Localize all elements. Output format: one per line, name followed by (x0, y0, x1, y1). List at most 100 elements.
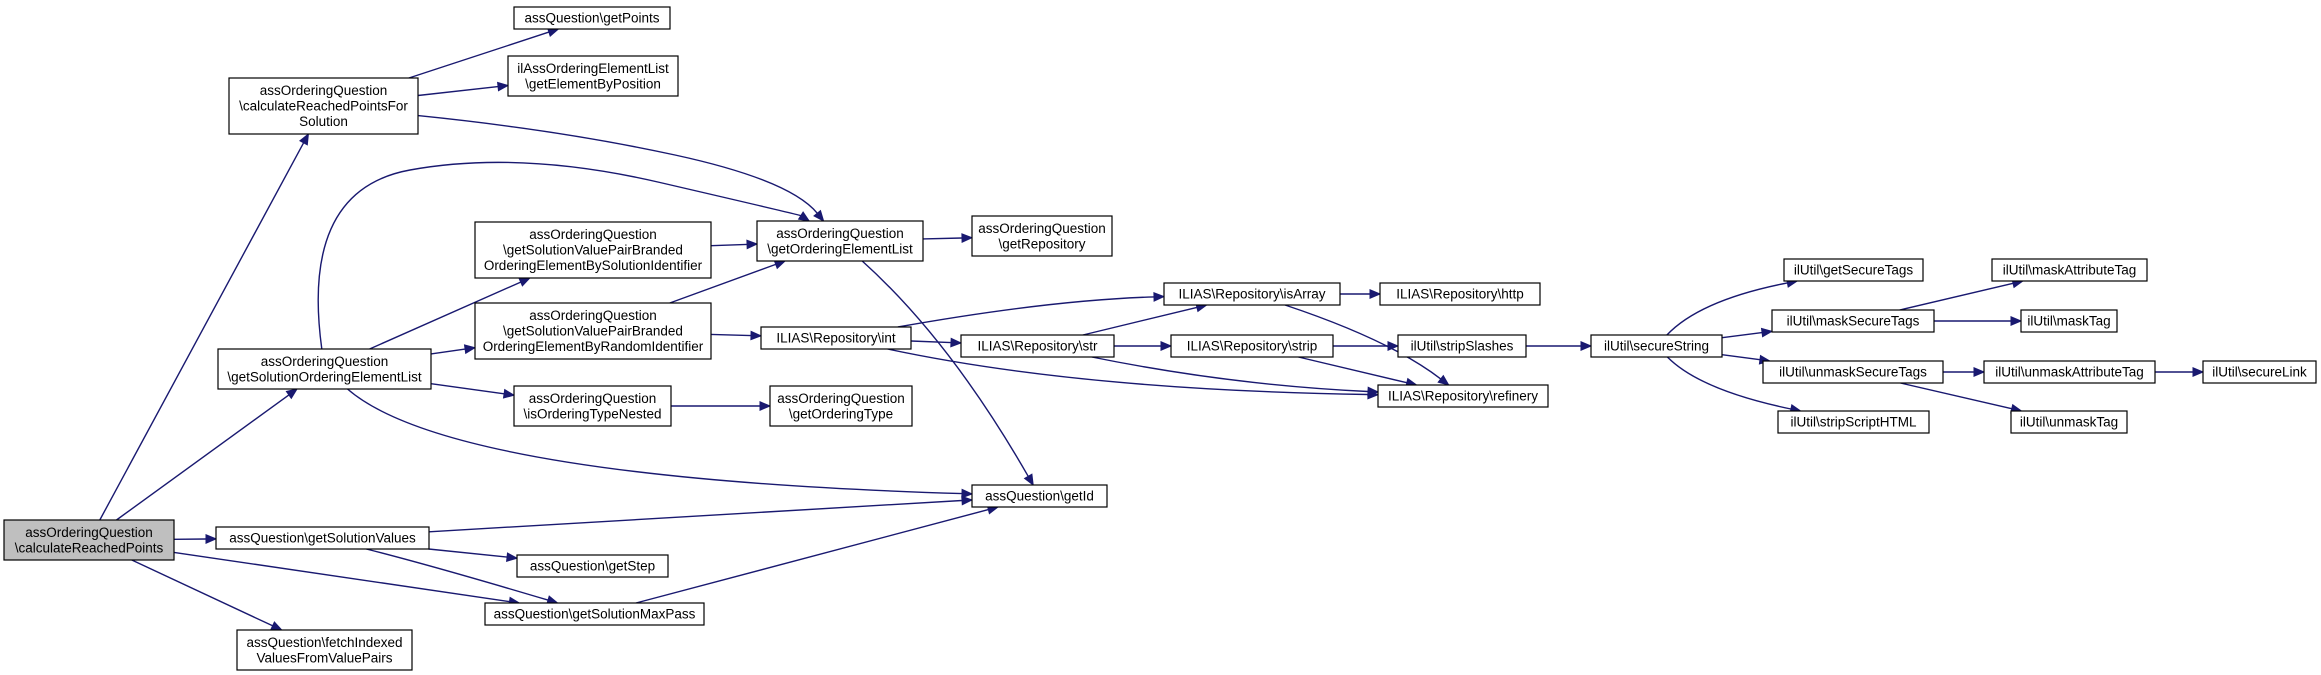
node-repoHttp[interactable]: ILIAS\Repository\http (1379, 282, 1541, 306)
node-label-line: ILIAS\Repository\http (1396, 287, 1524, 302)
node-repoIsArray[interactable]: ILIAS\Repository\isArray (1163, 282, 1341, 306)
node-root[interactable]: assOrderingQuestion\calculateReachedPoin… (3, 519, 175, 561)
node-box (1983, 360, 2156, 384)
arrowhead-unmaskAttributeTag-to-secureLink (2192, 367, 2205, 377)
node-crpfs[interactable]: assOrderingQuestion\calculateReachedPoin… (228, 77, 419, 135)
arrowhead-gsv-to-getStep (506, 552, 519, 562)
edge-secureString-to-getSecureTags (1666, 282, 1788, 336)
arrowhead-bySolId-to-goel (746, 239, 759, 250)
node-label-line: \getOrderingElementList (767, 241, 913, 256)
node-stripScriptHTML[interactable]: ilUtil\stripScriptHTML (1777, 410, 1930, 434)
node-box (513, 6, 671, 30)
node-label-line: OrderingElementByRandomIdentifier (483, 339, 704, 354)
arrowhead-repoIsArray-to-repoHttp (1369, 289, 1382, 299)
node-gsmp[interactable]: assQuestion\getSolutionMaxPass (484, 602, 705, 626)
edge-repoStr-to-repoIsArray (1082, 306, 1198, 336)
edge-gsoel-to-byRandId (430, 348, 466, 355)
node-getOrderingType[interactable]: assOrderingQuestion\getOrderingType (769, 385, 913, 427)
node-maskSecureTags[interactable]: ilUtil\maskSecureTags (1771, 309, 1935, 333)
arrowhead-repoStr-to-repoStrip (1160, 341, 1173, 351)
node-label-line: \getElementByPosition (525, 76, 661, 91)
node-label-line: ilUtil\maskAttributeTag (2003, 263, 2137, 278)
node-label-line: \isOrderingTypeNested (523, 406, 661, 421)
edge-gsoel-to-goel (317, 161, 802, 350)
node-byRandId[interactable]: assOrderingQuestion\getSolutionValuePair… (474, 302, 712, 360)
node-maskTag[interactable]: ilUtil\maskTag (2020, 309, 2118, 333)
edge-secureString-to-unmaskSecureTags (1721, 354, 1761, 361)
node-unmaskTag[interactable]: ilUtil\unmaskTag (2010, 410, 2128, 434)
arrowhead-maskSecureTags-to-maskTag (2010, 316, 2023, 326)
edge-gsv-to-gsmp (366, 548, 549, 601)
node-label-line: ILIAS\Repository\int (776, 331, 896, 346)
node-box (236, 629, 413, 671)
node-label-line: assOrderingQuestion (777, 391, 905, 406)
node-repoRefinery[interactable]: ILIAS\Repository\refinery (1377, 384, 1549, 408)
node-box (1163, 282, 1341, 306)
edge-repoIsArray-to-repoRefinery (1284, 304, 1442, 380)
edge-crpfs-to-getElemByPos (417, 85, 499, 97)
edge-repoInt-to-repoIsArray (897, 296, 1155, 328)
node-stripSlashes[interactable]: ilUtil\stripSlashes (1397, 334, 1527, 358)
edge-maskSecureTags-to-maskAttributeTag (1899, 282, 2014, 311)
arrowhead-root-to-fivfvp (270, 621, 283, 631)
node-label-line: \getRepository (998, 236, 1085, 251)
edge-crpfs-to-getPoints (408, 31, 550, 79)
node-box (1379, 282, 1541, 306)
node-gsv[interactable]: assQuestion\getSolutionValues (215, 526, 430, 550)
node-repoStrip[interactable]: ILIAS\Repository\strip (1170, 334, 1334, 358)
node-unmaskAttributeTag[interactable]: ilUtil\unmaskAttributeTag (1983, 360, 2156, 384)
node-getElemByPos[interactable]: ilAssOrderingElementList\getElementByPos… (507, 55, 679, 97)
arrowhead-gsoel-to-isNested (502, 388, 516, 399)
node-secureString[interactable]: ilUtil\secureString (1590, 334, 1723, 358)
edge-repoStrip-to-repoRefinery (1298, 356, 1407, 384)
node-label-line: assOrderingQuestion (529, 308, 657, 323)
node-box (507, 55, 679, 97)
node-label-line: \getSolutionOrderingElementList (227, 369, 422, 384)
node-isNested[interactable]: assOrderingQuestion\isOrderingTypeNested (513, 385, 672, 427)
node-getId[interactable]: assQuestion\getId (971, 484, 1108, 508)
arrowhead-root-to-gsv (205, 534, 218, 544)
node-box (1170, 334, 1334, 358)
node-box (1397, 334, 1527, 358)
edge-goel-to-getRepo (922, 237, 963, 240)
node-label-line: assOrderingQuestion (978, 221, 1106, 236)
node-maskAttributeTag[interactable]: ilUtil\maskAttributeTag (1991, 258, 2148, 282)
node-label-line: ilUtil\stripScriptHTML (1790, 415, 1917, 430)
arrowhead-gsoel-to-byRandId (463, 344, 477, 355)
node-bySolId[interactable]: assOrderingQuestion\getSolutionValuePair… (474, 221, 712, 279)
node-label-line: ilUtil\unmaskAttributeTag (1995, 365, 2144, 380)
node-repoStr[interactable]: ILIAS\Repository\str (960, 334, 1115, 358)
node-box (1771, 309, 1935, 333)
node-repoInt[interactable]: ILIAS\Repository\int (760, 326, 912, 350)
node-gsoel[interactable]: assOrderingQuestion\getSolutionOrderingE… (217, 348, 432, 390)
node-label-line: ilUtil\unmaskSecureTags (1779, 365, 1927, 380)
node-fivfvp[interactable]: assQuestion\fetchIndexedValuesFromValueP… (236, 629, 413, 671)
edge-secureString-to-maskSecureTags (1721, 331, 1763, 339)
node-getPoints[interactable]: assQuestion\getPoints (513, 6, 671, 30)
arrowhead-stripSlashes-to-secureString (1580, 341, 1593, 351)
node-box (971, 484, 1108, 508)
node-box (474, 302, 712, 360)
node-secureLink[interactable]: ilUtil\secureLink (2202, 360, 2317, 384)
node-label-line: assQuestion\getStep (530, 559, 655, 574)
node-label-line: assQuestion\getId (985, 489, 1094, 504)
node-getRepo[interactable]: assOrderingQuestion\getRepository (971, 215, 1113, 257)
node-label-line: \calculateReachedPointsFor (239, 99, 408, 114)
node-label-line: OrderingElementBySolutionIdentifier (484, 258, 703, 273)
edge-repoStr-to-repoRefinery (1091, 356, 1369, 393)
node-getStep[interactable]: assQuestion\getStep (516, 554, 669, 578)
arrowhead-unmaskSecureTags-to-unmaskAttributeTag (1973, 367, 1986, 377)
node-box (215, 526, 430, 550)
node-label-line: assOrderingQuestion (776, 226, 904, 241)
node-goel[interactable]: assOrderingQuestion\getOrderingElementLi… (756, 220, 924, 262)
arrowhead-gsoel-to-getId (961, 488, 974, 499)
node-unmaskSecureTags[interactable]: ilUtil\unmaskSecureTags (1762, 360, 1944, 384)
node-label-line: ilUtil\maskTag (2027, 314, 2110, 329)
edge-byRandId-to-repoInt (710, 333, 752, 337)
edge-root-to-crpfs (99, 142, 305, 521)
node-label-line: assOrderingQuestion (260, 83, 388, 98)
edge-gsmp-to-getId (635, 508, 989, 604)
arrowhead-isNested-to-getOrderingType (759, 401, 772, 411)
node-box (1762, 360, 1944, 384)
node-getSecureTags[interactable]: ilUtil\getSecureTags (1783, 258, 1924, 282)
